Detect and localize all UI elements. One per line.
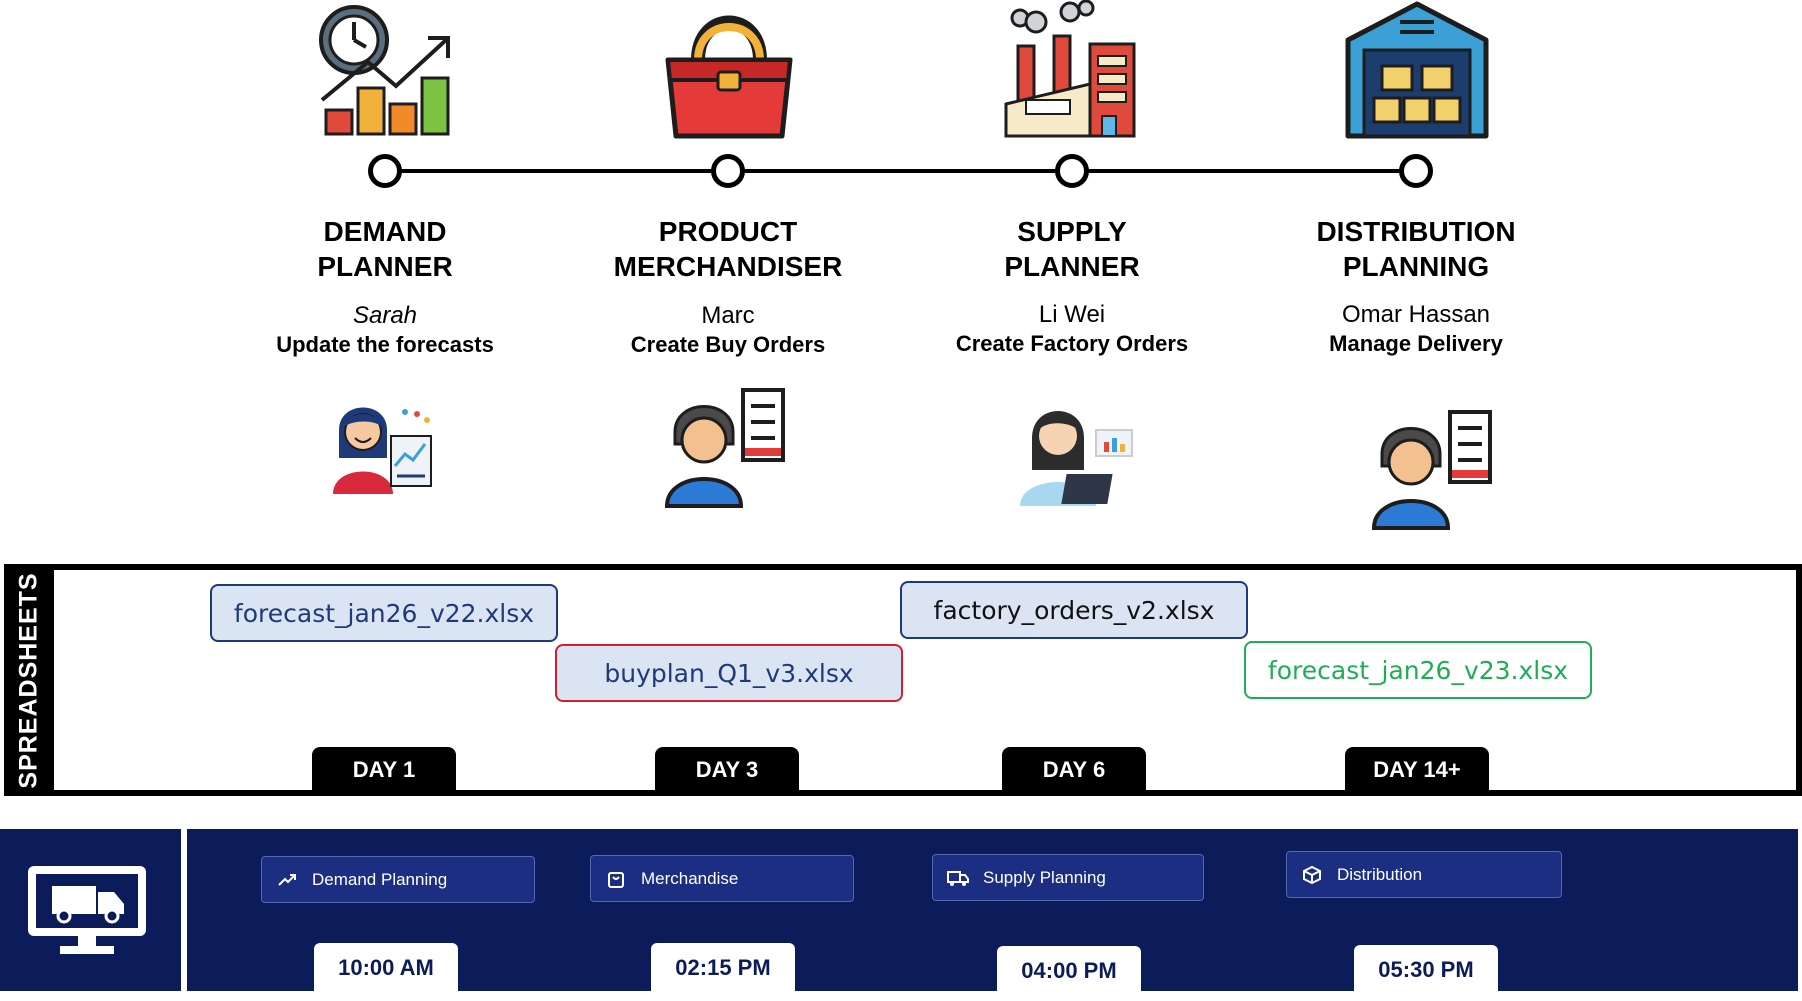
task-create-buy-orders: Create Buy Orders <box>630 332 826 357</box>
avatar-omar-hassan <box>1370 410 1500 540</box>
demand-planning-button[interactable]: Demand Planning <box>261 856 535 903</box>
task-manage-delivery: Manage Delivery <box>1329 331 1503 356</box>
time-stamp-1: 10:00 AM <box>314 943 458 993</box>
merchandise-label: Merchandise <box>641 868 739 888</box>
task-update-forecasts: Update the forecasts <box>276 332 494 357</box>
time-stamp-3: 04:00 PM <box>997 946 1141 996</box>
shopping-bag-icon <box>605 868 627 890</box>
timeline-node-3 <box>1055 154 1089 188</box>
app-panel-divider <box>181 829 187 991</box>
supply-planning-button[interactable]: Supply Planning <box>932 854 1204 901</box>
truck-icon <box>947 867 969 889</box>
handbag-icon <box>654 0 804 145</box>
file-factory-orders[interactable]: factory_orders_v2.xlsx <box>900 581 1248 639</box>
file-buyplan-q1[interactable]: buyplan_Q1_v3.xlsx <box>555 644 903 702</box>
avatar-li-wei <box>1018 398 1148 528</box>
package-icon <box>1301 864 1323 886</box>
person-name-omar-hassan: Omar Hassan <box>1341 301 1491 328</box>
timeline-node-1 <box>368 154 402 188</box>
day-tag-1: DAY 1 <box>312 747 456 793</box>
warehouse-icon <box>1342 0 1492 145</box>
trend-up-icon <box>276 869 298 891</box>
time-stamp-4: 05:30 PM <box>1354 945 1498 995</box>
person-name-sarah: Sarah <box>352 302 418 329</box>
person-name-li-wei: Li Wei <box>1038 301 1106 328</box>
avatar-marc <box>663 388 793 518</box>
day-tag-6: DAY 6 <box>1002 747 1146 793</box>
monitor-truck-icon <box>26 864 148 961</box>
spreadsheets-label-bar <box>4 564 54 796</box>
timeline-line <box>384 169 1416 173</box>
file-forecast-v22[interactable]: forecast_jan26_v22.xlsx <box>210 584 558 642</box>
demand-planning-label: Demand Planning <box>312 869 448 889</box>
task-create-factory-orders: Create Factory Orders <box>955 331 1189 356</box>
spreadsheets-label: SPREADSHEETS <box>14 571 43 789</box>
time-stamp-2: 02:15 PM <box>651 943 795 993</box>
timeline-node-4 <box>1399 154 1433 188</box>
day-tag-3: DAY 3 <box>655 747 799 793</box>
file-forecast-v23[interactable]: forecast_jan26_v23.xlsx <box>1244 641 1592 699</box>
merchandise-button[interactable]: Merchandise <box>590 855 854 902</box>
supply-planning-label: Supply Planning <box>983 867 1106 887</box>
factory-icon <box>998 0 1148 145</box>
day-tag-14plus: DAY 14+ <box>1345 747 1489 793</box>
person-name-marc: Marc <box>701 302 755 329</box>
distribution-label: Distribution <box>1337 864 1423 884</box>
distribution-button[interactable]: Distribution <box>1286 851 1562 898</box>
avatar-sarah <box>325 396 455 526</box>
timeline-node-2 <box>711 154 745 188</box>
demand-chart-icon <box>310 0 460 145</box>
